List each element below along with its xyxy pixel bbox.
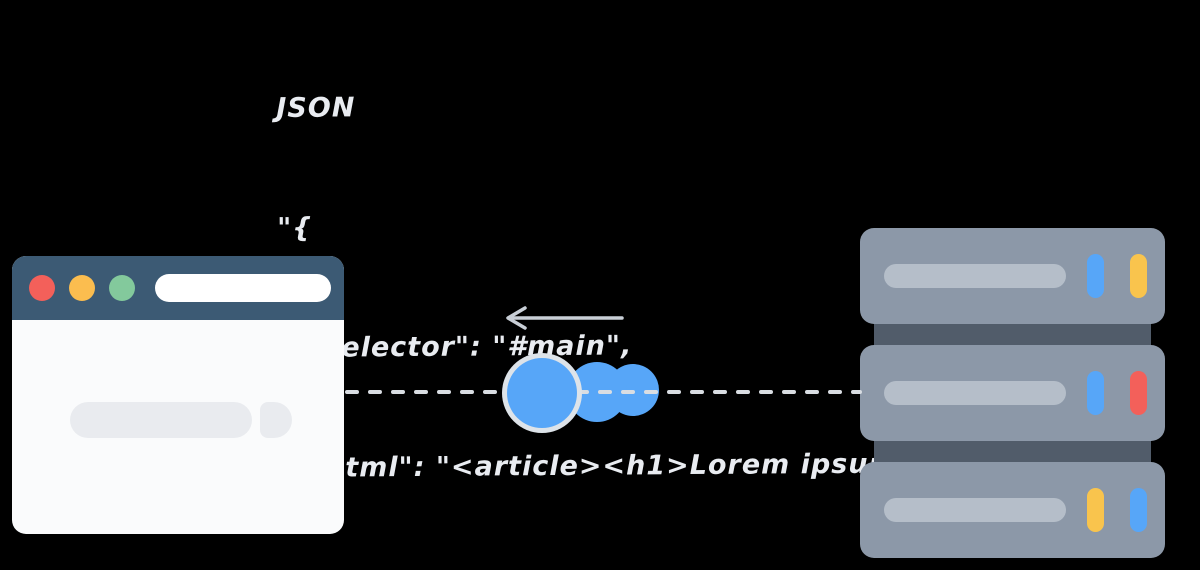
maximize-button-icon: [109, 275, 135, 301]
server-unit: [860, 345, 1165, 441]
server-drive-slot: [884, 498, 1066, 522]
browser-titlebar: [12, 256, 344, 320]
content-placeholder-bar: [70, 402, 252, 438]
server-drive-slot: [884, 381, 1066, 405]
server-indicator-light: [1087, 488, 1104, 532]
server-drive-slot: [884, 264, 1066, 288]
server-indicator-light: [1130, 488, 1147, 532]
server-indicator-light: [1130, 371, 1147, 415]
server-indicator-light: [1087, 254, 1104, 298]
server-unit: [860, 462, 1165, 558]
browser-window: [12, 256, 344, 534]
code-line: }": [280, 563, 1114, 570]
address-bar: [155, 274, 331, 302]
left-arrow-icon: [506, 306, 624, 330]
server-unit: [860, 228, 1165, 324]
code-line: JSON: [276, 92, 356, 124]
data-packet-icon: [507, 358, 577, 428]
dashed-connection-line: [345, 390, 862, 394]
content-placeholder-cap: [260, 402, 292, 438]
close-button-icon: [29, 275, 55, 301]
server-stack: [860, 228, 1165, 558]
minimize-button-icon: [69, 275, 95, 301]
server-indicator-light: [1130, 254, 1147, 298]
server-indicator-light: [1087, 371, 1104, 415]
